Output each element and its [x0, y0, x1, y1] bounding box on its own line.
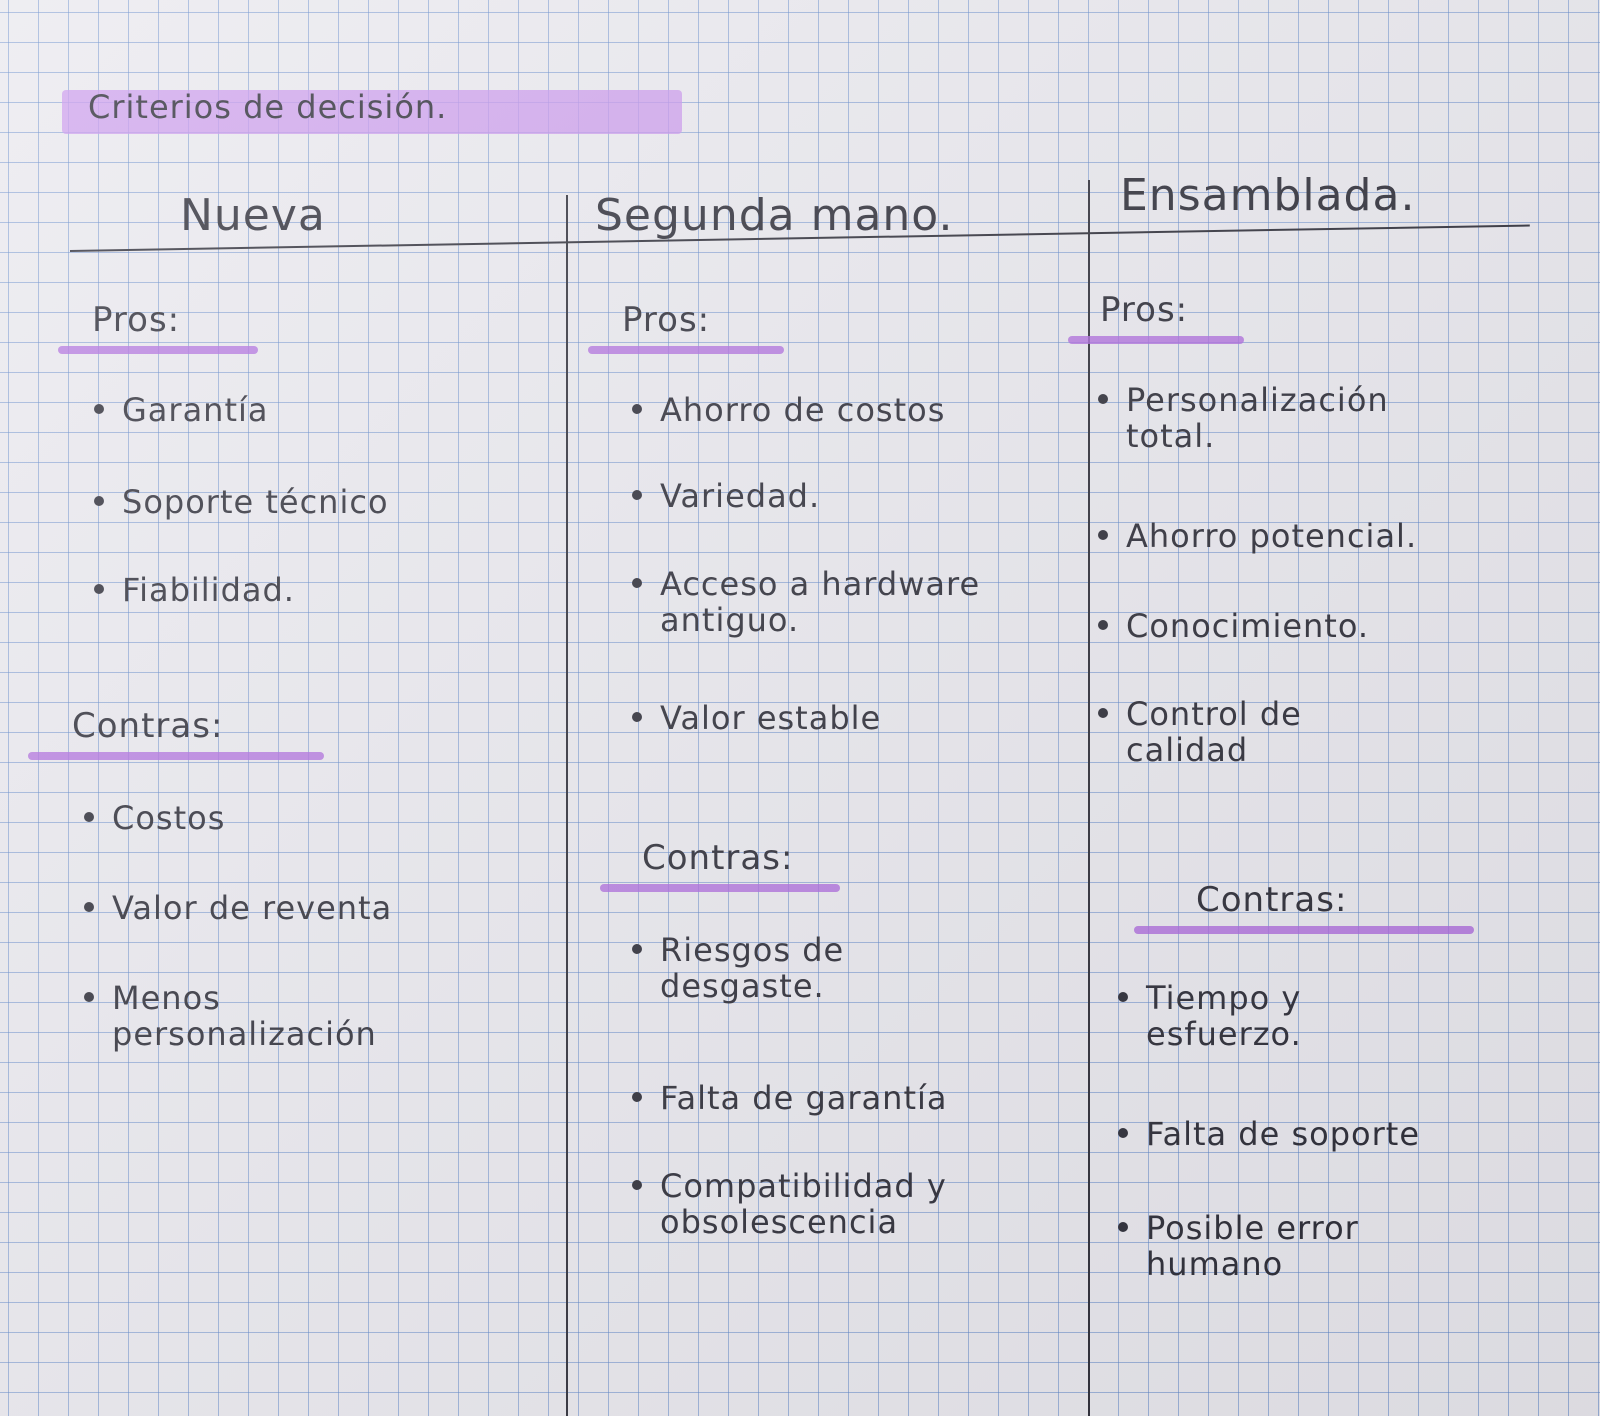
bullet-icon	[632, 1180, 642, 1190]
column-divider-1	[566, 195, 568, 1416]
list-item: Tiempo y esfuerzo.	[1118, 980, 1446, 1052]
list-item: Fiabilidad.	[94, 572, 295, 608]
list-item: Variedad.	[632, 478, 820, 514]
bullet-icon	[1098, 620, 1108, 630]
list-item: Costos	[84, 800, 225, 836]
bullet-icon	[632, 1092, 642, 1102]
list-item: Valor de reventa	[84, 890, 392, 926]
list-item: Compatibilidad y obsolescencia	[632, 1168, 1070, 1240]
bullet-icon	[84, 812, 94, 822]
pros-highlight-segunda-mano	[588, 346, 784, 354]
list-item: Personalización total.	[1098, 382, 1486, 454]
list-item: Menos personalización	[84, 980, 412, 1052]
list-item: Valor estable	[632, 700, 881, 736]
list-item: Soporte técnico	[94, 484, 389, 520]
bullet-icon	[1118, 1222, 1128, 1232]
bullet-icon	[1098, 530, 1108, 540]
list-item: Falta de garantía	[632, 1080, 947, 1116]
bullet-icon	[1118, 1128, 1128, 1138]
bullet-icon	[94, 584, 104, 594]
pros-label-nueva: Pros:	[92, 300, 181, 340]
contras-label-segunda-mano: Contras:	[642, 838, 794, 878]
pros-label-ensamblada: Pros:	[1100, 290, 1189, 330]
bullet-icon	[84, 992, 94, 1002]
list-item: Acceso a hardware antiguo.	[632, 566, 1070, 638]
contras-label-ensamblada: Contras:	[1196, 880, 1348, 920]
list-item: Conocimiento.	[1098, 608, 1369, 644]
bullet-icon	[632, 944, 642, 954]
bullet-icon	[1118, 992, 1128, 1002]
column-divider-2	[1088, 180, 1090, 1416]
header-ensamblada: Ensamblada.	[1120, 170, 1416, 221]
pros-label-segunda-mano: Pros:	[622, 300, 711, 340]
list-item: Ahorro potencial.	[1098, 518, 1417, 554]
list-item: Ahorro de costos	[632, 392, 945, 428]
title-highlight	[62, 90, 682, 134]
pros-highlight-ensamblada	[1068, 336, 1244, 344]
bullet-icon	[632, 712, 642, 722]
bullet-icon	[632, 578, 642, 588]
header-nueva: Nueva	[180, 190, 326, 241]
bullet-icon	[84, 902, 94, 912]
bullet-icon	[1098, 708, 1108, 718]
list-item: Riesgos de desgaste.	[632, 932, 970, 1004]
list-item: Control de calidad	[1098, 696, 1426, 768]
list-item: Garantía	[94, 392, 269, 428]
header-segunda-mano: Segunda mano.	[595, 190, 954, 241]
list-item: Falta de soporte	[1118, 1116, 1420, 1152]
bullet-icon	[632, 404, 642, 414]
contras-highlight-segunda-mano	[600, 884, 840, 892]
contras-highlight-nueva	[28, 752, 324, 760]
bullet-icon	[1098, 394, 1108, 404]
bullet-icon	[94, 496, 104, 506]
contras-highlight-ensamblada	[1134, 926, 1474, 934]
page-title: Criterios de decisión.	[88, 88, 448, 126]
contras-label-nueva: Contras:	[72, 706, 224, 746]
bullet-icon	[94, 404, 104, 414]
list-item: Posible error humano	[1118, 1210, 1476, 1282]
pros-highlight-nueva	[58, 346, 258, 354]
bullet-icon	[632, 490, 642, 500]
